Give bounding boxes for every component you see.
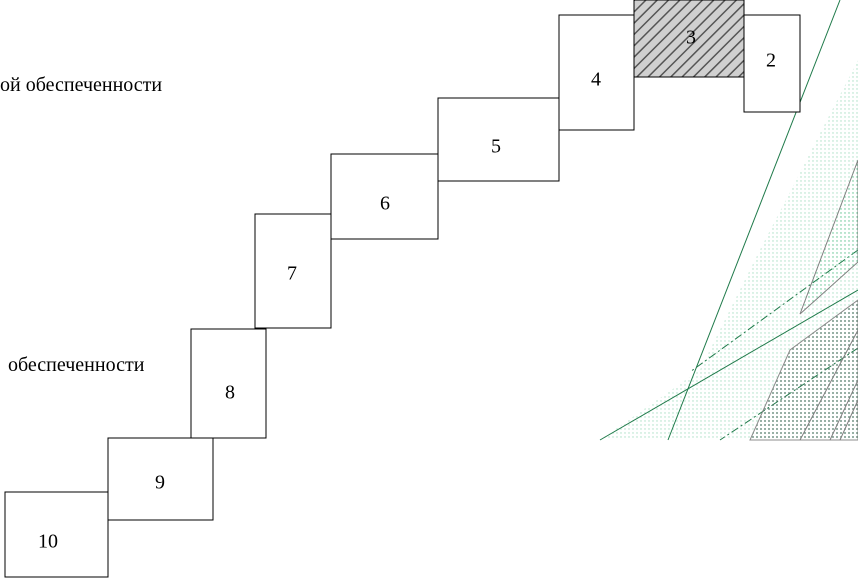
gray-spike-shape	[799, 159, 858, 315]
green-diagonal-line	[599, 289, 858, 441]
gray-line	[799, 329, 858, 441]
dotted-fill-area	[600, 60, 858, 440]
gray-spike-shape	[749, 299, 858, 441]
step-box-8	[190, 328, 267, 439]
step-label-7: 7	[287, 263, 297, 285]
step-label-5: 5	[491, 136, 501, 158]
background-decoration	[599, 0, 858, 441]
gray-line	[829, 379, 858, 441]
step-label-4: 4	[591, 69, 601, 91]
step-label-6: 6	[380, 193, 390, 215]
step-box-5	[437, 97, 560, 182]
middle-caption: обеспеченности	[8, 354, 145, 376]
step-box-4	[558, 14, 635, 131]
step-label-8: 8	[225, 382, 235, 404]
step-label-2: 2	[766, 50, 776, 72]
step-label-9: 9	[155, 472, 165, 494]
steps-group: 10 9 8 7 6 5 4 3 2	[4, 0, 801, 578]
step-box-10	[4, 491, 109, 578]
step-box-2	[743, 14, 801, 113]
step-box-6	[330, 153, 439, 240]
step-box-9	[107, 437, 214, 521]
gray-line	[839, 399, 858, 441]
top-caption: ой обеспеченности	[0, 74, 163, 96]
step-label-10: 10	[38, 531, 58, 553]
step-label-3: 3	[686, 27, 696, 49]
step-box-7	[254, 213, 332, 329]
